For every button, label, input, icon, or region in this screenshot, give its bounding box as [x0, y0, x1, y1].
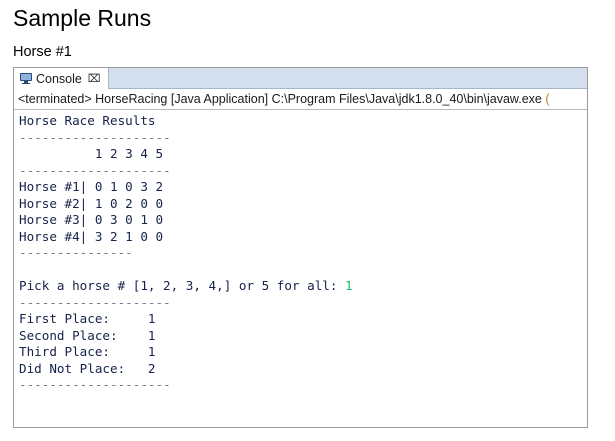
- console-output-line: Second Place: 1: [19, 327, 156, 343]
- console-output-line: --------------------: [19, 163, 587, 180]
- console-output-line: Horse #1| 0 1 0 3 2: [19, 179, 164, 194]
- console-separator: ---------------: [19, 245, 133, 260]
- console-output-line: 1 2 3 4 5: [19, 146, 164, 161]
- console-output-line: ---------------: [19, 245, 587, 262]
- console-output-line: Pick a horse # [1, 2, 3, 4,] or 5 for al…: [19, 278, 587, 295]
- console-output-line: --------------------: [19, 130, 587, 147]
- console-output-line: First Place: 1: [19, 311, 156, 326]
- console-output-line: Third Place: 1: [19, 344, 156, 359]
- console-output-line: Horse #2| 1 0 2 0 0: [19, 195, 164, 211]
- launch-configuration-label: <terminated> HorseRacing [Java Applicati…: [18, 92, 546, 106]
- console-output-line: --------------------: [19, 295, 587, 312]
- console-monitor-icon: [20, 73, 32, 84]
- console-prompt-text: Pick a horse # [1, 2, 3, 4,] or 5 for al…: [19, 278, 346, 293]
- console-output-line: --------------------: [19, 377, 587, 394]
- tab-strip-empty-area: [108, 68, 587, 88]
- console-separator: --------------------: [19, 377, 171, 392]
- console-panel: Console ⌧ <terminated> HorseRacing [Java…: [13, 67, 588, 428]
- launch-configuration-truncated: (: [545, 92, 550, 106]
- console-output-line: Did Not Place: 2: [19, 360, 156, 376]
- console-separator: --------------------: [19, 162, 171, 178]
- console-user-input-echo: 1: [345, 278, 353, 293]
- run-section-heading: Horse #1: [13, 44, 72, 60]
- console-output-line: [19, 262, 587, 279]
- launch-configuration-line: <terminated> HorseRacing [Java Applicati…: [14, 89, 587, 110]
- console-separator: --------------------: [19, 129, 171, 145]
- tab-console[interactable]: Console ⌧: [14, 68, 109, 89]
- tab-console-label: Console: [36, 71, 82, 86]
- console-output[interactable]: Horse Race Results-------------------- 1…: [14, 110, 587, 394]
- console-separator: --------------------: [19, 294, 171, 310]
- launch-configuration-text: <terminated> HorseRacing [Java Applicati…: [18, 91, 550, 107]
- console-output-line: Horse #3| 0 3 0 1 0: [19, 212, 164, 227]
- console-tab-strip: Console ⌧: [14, 68, 587, 89]
- console-output-line: Horse Race Results: [19, 113, 156, 128]
- console-output-line: Horse #4| 3 2 1 0 0: [19, 228, 164, 244]
- page-title: Sample Runs: [13, 5, 152, 31]
- close-icon[interactable]: ⌧: [87, 72, 101, 85]
